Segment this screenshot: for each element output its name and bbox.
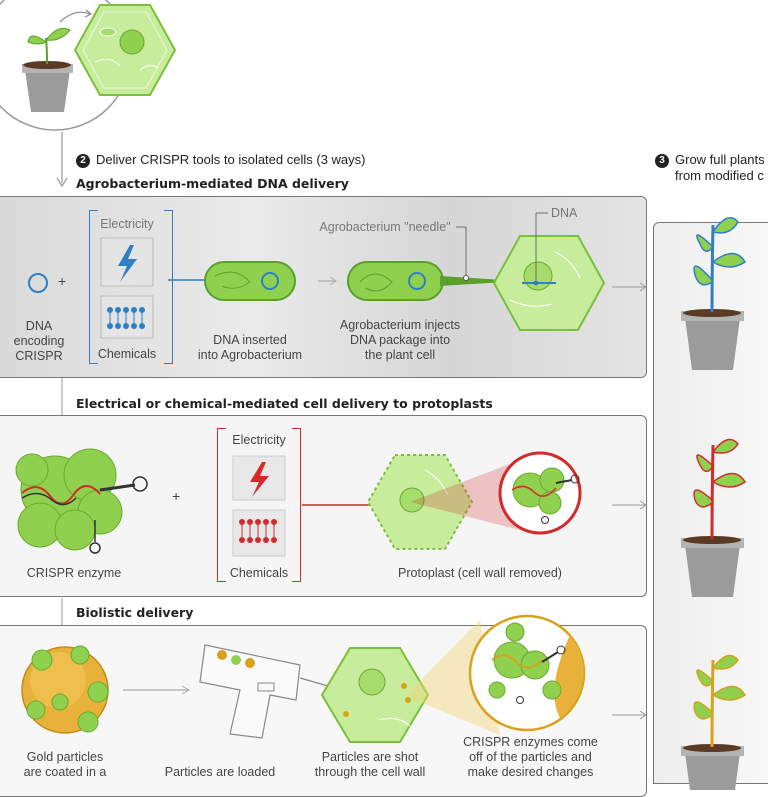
electro-plus: + [172, 488, 181, 504]
agro-chemicals-label: Chemicals [97, 347, 157, 361]
agro-plus: + [58, 273, 67, 289]
agro-dna-callout: DNA [551, 206, 578, 220]
step3-number: 3 [655, 154, 669, 168]
agro-bracket-right [164, 210, 173, 364]
electro-title: Electrical or chemical-mediated cell del… [76, 396, 493, 411]
agro-title: Agrobacterium-mediated DNA delivery [76, 176, 349, 191]
electro-bracket-left [217, 428, 226, 582]
agro-needle-label: Agrobacterium "needle" [319, 220, 451, 234]
electro-protoplast-label: Protoplast (cell wall removed) [398, 566, 562, 580]
electro-enzyme-label: CRISPR enzyme [26, 566, 122, 580]
step2-number: 2 [76, 154, 90, 168]
biolistic-title: Biolistic delivery [76, 605, 194, 620]
agro-bracket-left [89, 210, 98, 364]
electro-bracket-right [292, 428, 301, 582]
grown-plants-panel [653, 222, 768, 784]
electro-electricity-label: Electricity [232, 433, 286, 447]
electro-chemicals-label: Chemicals [229, 566, 289, 580]
biolistic-loaded-label: Particles are loaded [164, 765, 276, 779]
agro-electricity-label: Electricity [100, 217, 154, 231]
